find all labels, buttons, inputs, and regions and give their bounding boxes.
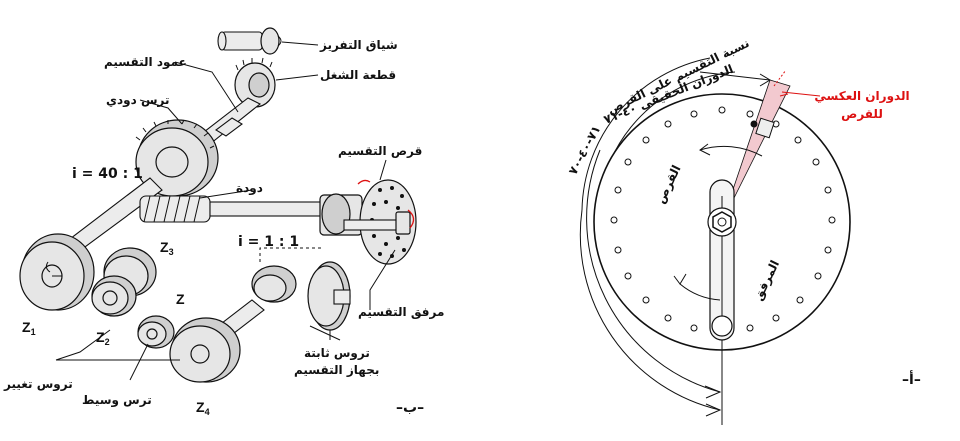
worm-gear-drawing: [135, 119, 219, 197]
label-ratio-1: i = 1 : 1: [238, 234, 299, 250]
figure-a-index-plate: نسبة التقسيم على القرص الدوران الحقيقي ٤…: [566, 36, 921, 425]
label-z4: Z4: [196, 399, 210, 417]
label-change-gears: تروس تغيير: [3, 377, 73, 392]
fixed-gears-drawing: [251, 261, 351, 331]
label-worm-gear: ترس دودي: [106, 93, 169, 108]
label-dividing-shaft: عمود التقسيم: [104, 55, 187, 70]
index-pin-drawing: [750, 117, 775, 139]
reverse-rotation-sector: [721, 79, 791, 223]
milling-spindle-drawing: [217, 27, 282, 55]
label-fixed-gears-line2: بجهاز التقسيم: [294, 363, 379, 377]
crank-arm-drawing: [707, 179, 737, 341]
caption-a: –أ–: [902, 370, 921, 388]
z4-gear-drawing: [169, 317, 241, 383]
label-ratio-40: i = 40 : 1: [72, 166, 143, 182]
label-fixed-gears-line1: تروس ثابتة: [304, 346, 370, 361]
label-z: Z: [176, 291, 185, 307]
index-plate-drawing: [319, 179, 417, 265]
z2-z3-gears-drawing: [91, 247, 157, 317]
label-reverse-rotation-line2: للقرص: [841, 107, 883, 121]
workpiece-drawing: [234, 57, 276, 108]
figure-b-mechanism: شياق التفريز قطعة الشغل عمود التقسيم ترس…: [3, 27, 444, 417]
label-worm: دودة: [236, 181, 263, 196]
label-index-plate: قرص التقسيم: [338, 144, 422, 158]
caption-b: –ب–: [396, 400, 424, 416]
label-idler-gear: ترس وسيط: [82, 393, 152, 408]
label-z3: Z3: [160, 239, 174, 257]
label-z1: Z1: [22, 319, 36, 337]
z1-gear-drawing: [19, 233, 95, 311]
leader-lines-b: [55, 41, 396, 381]
label-index-pin: مرفق التقسيم: [358, 305, 444, 319]
label-z2: Z2: [96, 329, 110, 347]
label-side-ratio: ٧١-٤٠-٧٠: [566, 123, 604, 177]
worm-drawing: [139, 195, 331, 223]
idler-gear-drawing: [137, 315, 175, 349]
label-reverse-rotation-line1: الدوران العكسي: [814, 89, 909, 104]
label-milling-spindle: شياق التفريز: [319, 38, 398, 52]
label-workpiece: قطعة الشغل: [320, 68, 396, 82]
index-plate-holes: [610, 106, 836, 332]
